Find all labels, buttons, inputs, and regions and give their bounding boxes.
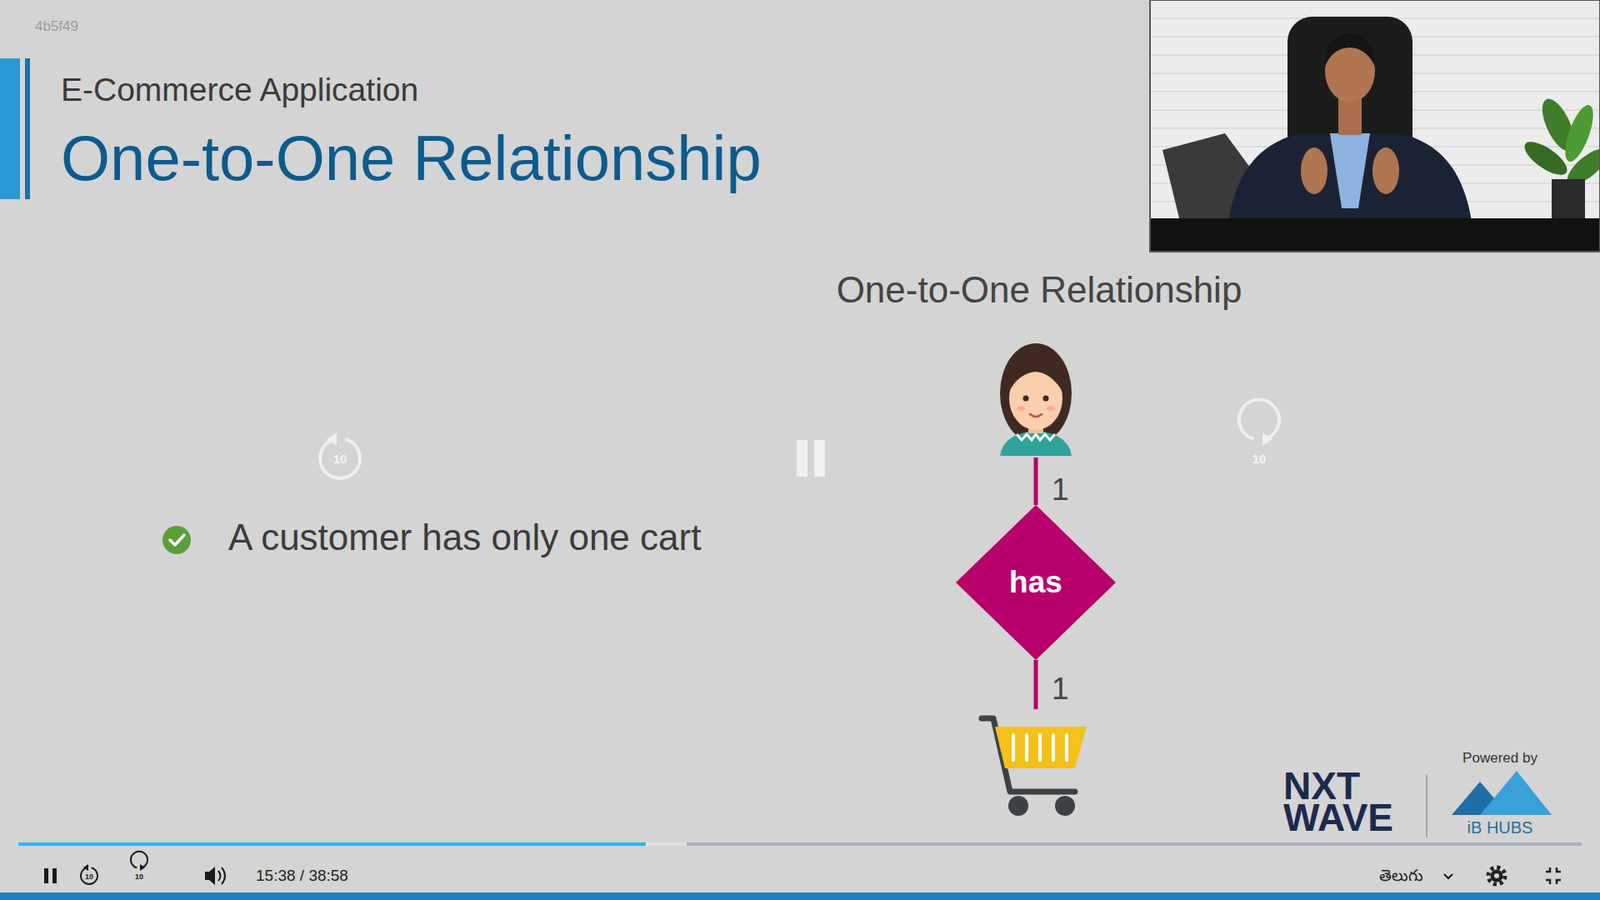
plant [1520,94,1600,220]
customer-avatar [1043,395,1050,402]
forward-overlay [1262,432,1273,446]
customer-avatar [1023,395,1030,402]
cardinality: 1 [1051,671,1070,708]
settings-gear [1488,867,1505,885]
cart-icon [1055,795,1075,816]
bullet-text: A customer has only one cart [228,516,701,560]
rewind-button [83,864,89,871]
diamond-shape [955,505,1116,660]
pause-button [44,868,57,884]
subtitle: E-Commerce Application [60,71,419,110]
presenter-video [1150,0,1600,252]
rewind-overlay [326,432,337,446]
cart-icon [1013,735,1067,760]
pause-overlay [796,440,825,477]
logo-caption: Powered by [1462,750,1538,767]
cart-icon [981,718,1087,816]
forward-overlay [1239,400,1280,440]
customer-avatar [1000,430,1072,456]
slide-title: One-to-One Relationship [60,121,762,195]
relationship-line [1034,660,1039,710]
language-chevron [1444,874,1453,879]
check-icon [162,525,191,555]
skip-seconds: 10 [85,872,94,881]
diagram-heading: One-to-One Relationship [836,269,1243,312]
logo-text: WAVE [1283,798,1394,837]
presenter-video [1150,218,1600,252]
settings-gear [1490,870,1504,883]
ibhubs-mountain [1480,770,1552,815]
progress-bar [18,842,1582,846]
volume-button [218,867,225,885]
presenter-video [1150,0,1600,252]
skip-seconds: 10 [135,872,144,881]
check-icon [162,525,191,555]
settings-gear [1488,867,1505,885]
presenter-video [1520,135,1573,181]
pause-overlay [814,440,825,477]
pause-button [52,868,57,884]
presenter-video [1300,147,1328,195]
bottom-stripe [0,892,1600,900]
cart-icon [1008,795,1029,816]
forward-button [130,851,148,871]
accent-bar [0,58,20,200]
presenter-video [1372,147,1400,195]
customer-avatar [1000,343,1072,444]
customer-avatar [1000,343,1072,456]
presenter-video [1330,133,1370,209]
volume-button [205,866,215,885]
language-chevron [1444,874,1453,879]
watermark: 4b5f49 [35,18,79,35]
ibhubs-mountain [1451,770,1552,815]
accent-bar [0,58,30,200]
presenter-video [1551,179,1585,220]
forward-overlay [1239,400,1280,446]
customer-avatar [1016,405,1025,411]
rewind-button [80,867,98,885]
pause-overlay [796,440,808,477]
customer-avatar [1030,414,1042,417]
presenter-video [1150,0,1600,252]
progress-bar [18,842,646,846]
customer-avatar [1016,434,1055,440]
customer-avatar [1046,405,1055,411]
exit-fullscreen-button [1545,867,1561,885]
pause-button [44,868,49,884]
accent-bar [25,58,30,200]
rewind-button [80,864,98,885]
decision-diamond: has [955,505,1116,660]
progress-bar [18,842,1582,846]
presenter-video [1325,33,1375,67]
logo-text: iB HUBS [1467,818,1534,838]
language-menu: తెలుగు [1379,866,1424,885]
progress-bar [18,842,687,846]
bottom-stripe [0,892,1600,900]
rewind-overlay [320,432,360,479]
relationship-line [1034,457,1039,505]
time-display: 15:38 / 38:58 [255,866,349,885]
check-icon [170,535,185,545]
relationship-label: has [1009,565,1063,601]
presenter-video [1287,16,1413,209]
exit-fullscreen-button [1545,867,1561,885]
volume-button [205,866,225,885]
forward-button [140,864,145,871]
cardinality: 1 [1051,472,1070,509]
skip-seconds: 10 [1252,451,1267,466]
rewind-overlay [320,439,360,479]
logo-divider [1425,775,1428,838]
forward-button [130,851,148,869]
skip-seconds: 10 [333,451,348,466]
logo-divider [1426,775,1428,838]
settings-gear [1494,873,1500,879]
customer-avatar [1009,355,1063,392]
cart-icon [995,726,1087,769]
